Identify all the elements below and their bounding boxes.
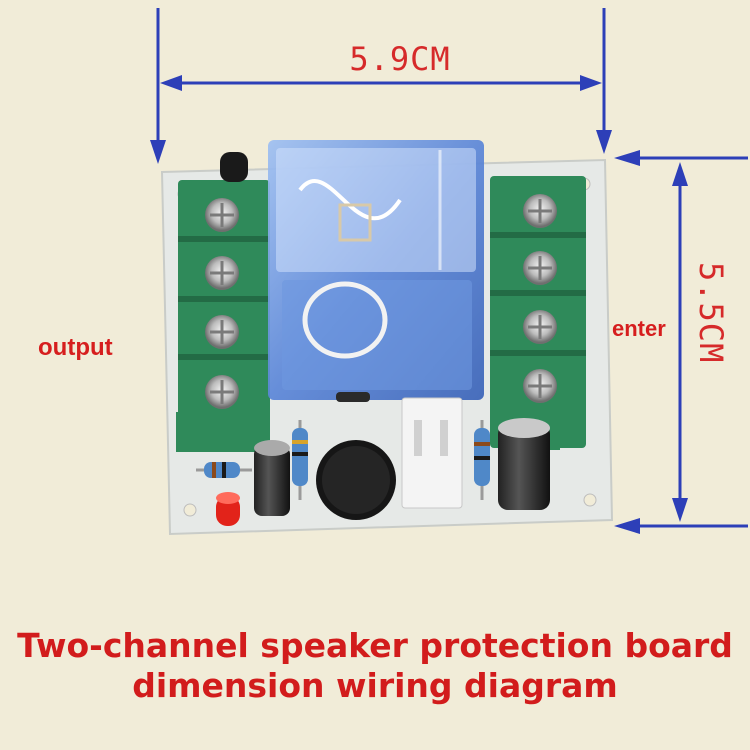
relay [268,140,484,400]
caption-line-1: Two-channel speaker protection board [17,626,733,665]
resistor-right [474,420,490,500]
ac-connector [401,397,463,509]
caption-line-2: dimension wiring diagram [132,666,618,705]
width-dimension [150,8,612,164]
caption: Two-channel speaker protection board dim… [0,626,750,706]
diode [336,392,370,402]
mount-hole-br [583,493,597,507]
resistor-mid [292,420,308,500]
height-dimension [614,150,748,534]
width-label: 5.9CM [349,40,451,78]
bridge-rectifier [316,440,396,520]
red-led [216,492,240,526]
capacitor-right [498,418,550,510]
height-label: 5.5CM [692,262,730,364]
right-terminal-block [490,176,586,450]
resistor-left [196,462,252,478]
left-terminal-block [176,180,270,452]
mount-hole-bl [183,503,197,517]
enter-label: enter [612,316,666,341]
output-label: output [38,334,113,361]
capacitor-left [254,440,290,516]
transistor [220,152,248,182]
